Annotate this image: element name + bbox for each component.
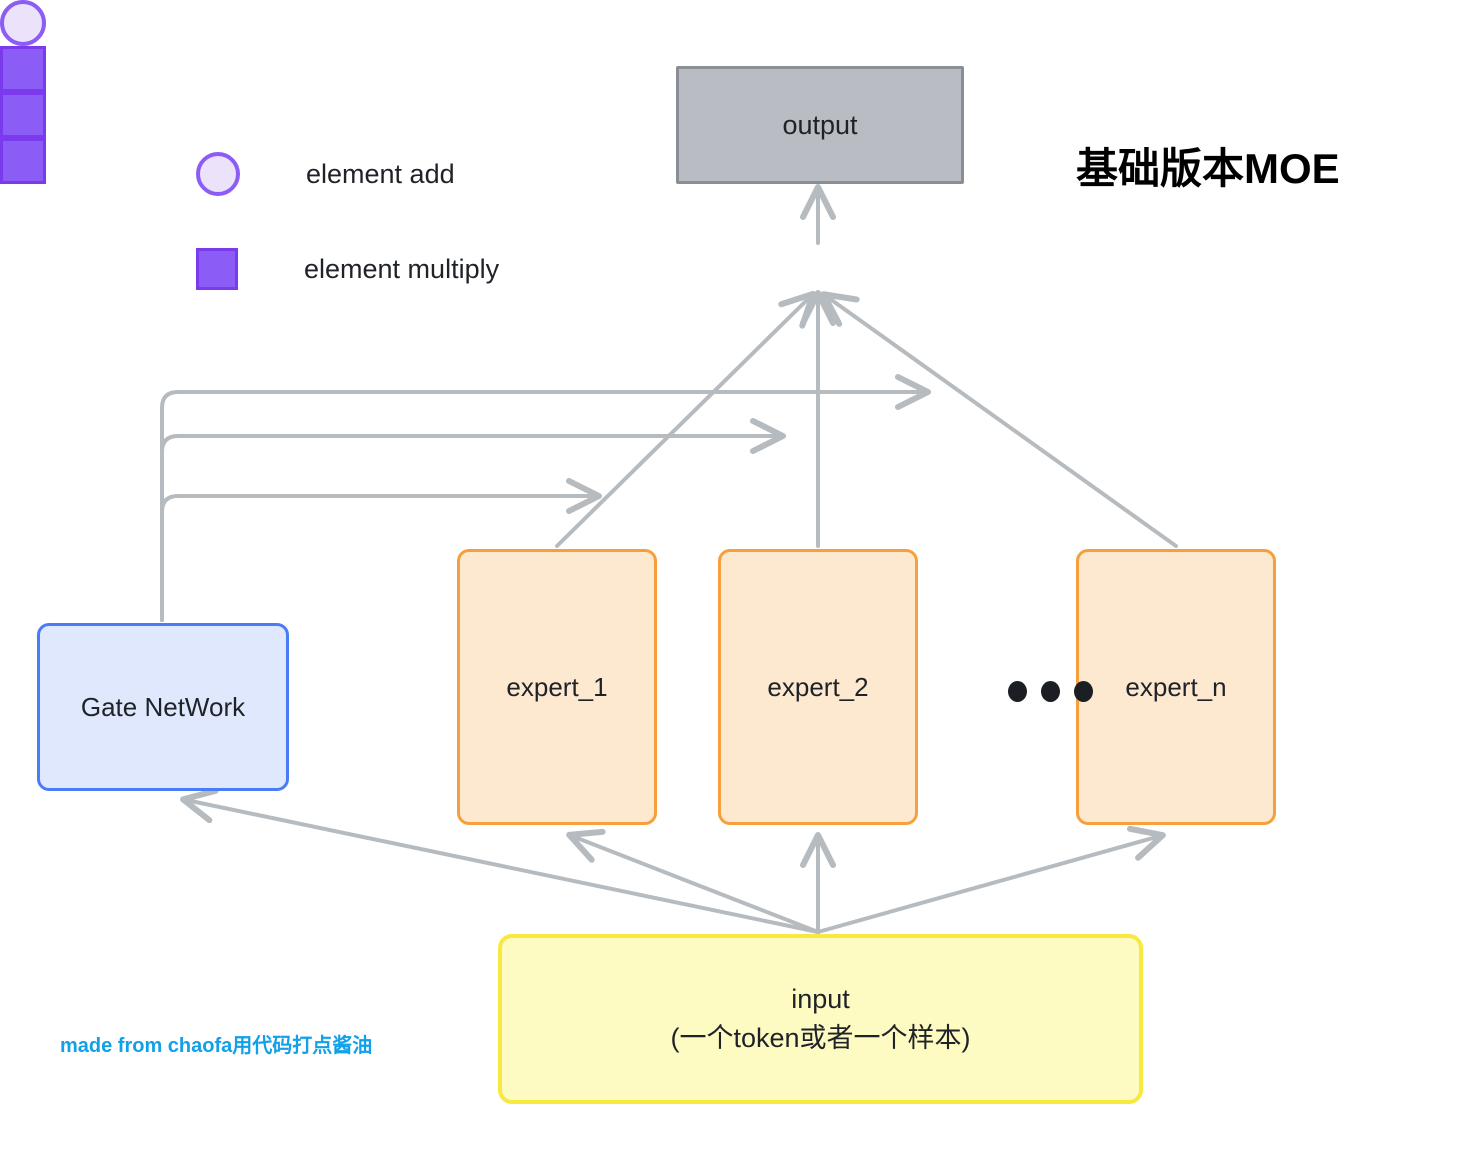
element-multiply-operator-1 [0, 46, 46, 92]
expert-2-node: expert_2 [718, 549, 918, 825]
expert-n-node: expert_n [1076, 549, 1276, 825]
edge-expert-1-to-add [555, 290, 817, 548]
legend-label-element-add: element add [306, 158, 455, 189]
element-multiply-operator-2 [0, 92, 46, 138]
experts-ellipsis-icon [1008, 681, 1093, 702]
output-node-label: output [782, 109, 858, 140]
diagram-title: 基础版本MOE [1076, 145, 1340, 192]
element-multiply-icon [196, 248, 238, 290]
edge-expert-n-to-add [820, 291, 1178, 548]
expert-1-label: expert_1 [506, 671, 608, 702]
legend-item-element-add: element add [196, 152, 455, 196]
element-add-operator [0, 0, 46, 46]
input-node-label: input [791, 983, 850, 1014]
element-multiply-operator-3 [0, 138, 46, 184]
output-node: output [676, 66, 964, 184]
expert-n-label: expert_n [1125, 671, 1227, 702]
watermark-credit: made from chaofa用代码打点酱油 [60, 1035, 373, 1057]
edge-input-to-expert-1 [566, 828, 820, 934]
edge-input-to-expert-n [816, 825, 1166, 934]
input-node: input (一个token或者一个样本) [498, 934, 1143, 1104]
gate-network-label: Gate NetWork [80, 691, 246, 722]
element-add-icon [196, 152, 240, 196]
legend-item-element-multiply: element multiply [196, 248, 499, 290]
expert-2-label: expert_2 [767, 671, 869, 702]
input-node-sublabel: (一个token或者一个样本) [670, 1023, 971, 1053]
gate-network-node: Gate NetWork [37, 623, 289, 791]
legend-label-element-multiply: element multiply [304, 253, 500, 284]
expert-1-node: expert_1 [457, 549, 657, 825]
